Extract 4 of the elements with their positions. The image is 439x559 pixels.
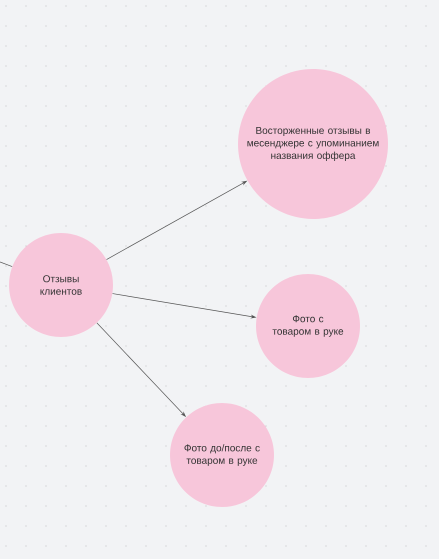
- circle-node: Фото до/после с товаром в руке: [170, 403, 274, 507]
- circle-node: Восторженные отзывы в месенджере с упоминанием названия оффера: [238, 69, 388, 219]
- circle-node: Фото с товаром в руке: [256, 274, 360, 378]
- circle-node: Отзывы клиентов: [9, 233, 113, 337]
